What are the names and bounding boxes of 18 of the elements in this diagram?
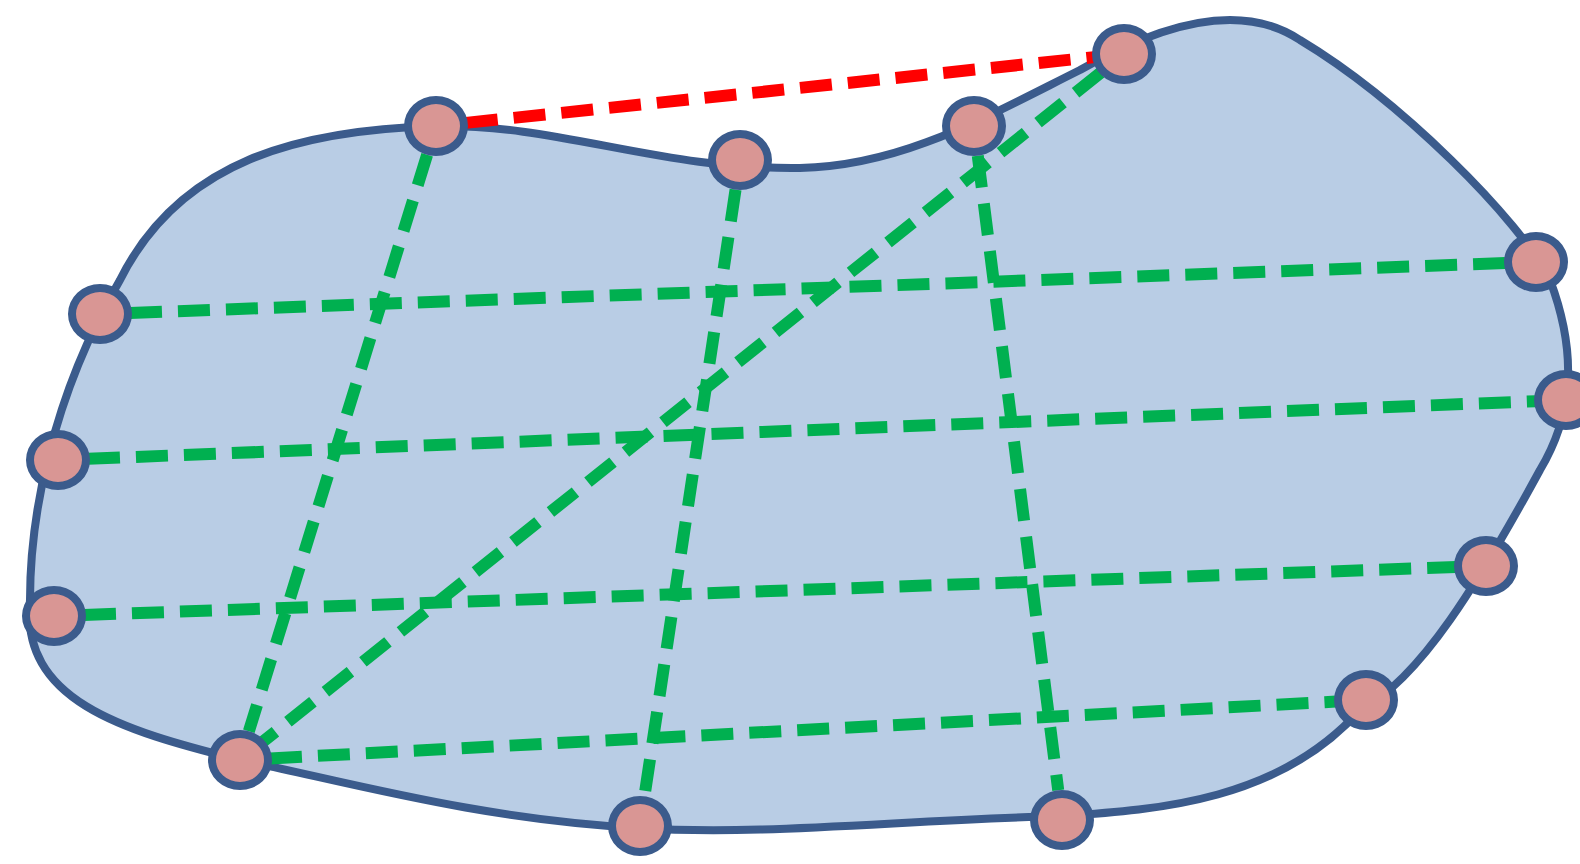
dashed-line xyxy=(465,51,1095,129)
dashed-line xyxy=(83,561,1457,621)
vertex-dot xyxy=(608,796,672,856)
vertex-dot xyxy=(942,96,1006,156)
dashed-line xyxy=(129,257,1507,319)
dashed-line xyxy=(971,155,1065,791)
dashed-line xyxy=(87,395,1537,465)
vertex-dot xyxy=(1092,24,1156,84)
dashed-line xyxy=(243,152,433,734)
dashed-line xyxy=(259,68,1105,746)
dashed-line xyxy=(638,188,742,798)
vertex-dot xyxy=(68,284,132,344)
vertex-dot xyxy=(708,130,772,190)
vertex-dot xyxy=(404,96,468,156)
dashed-line xyxy=(269,695,1337,765)
vertex-dot xyxy=(1030,790,1094,850)
vertex-dot xyxy=(208,730,272,790)
vertex-dot xyxy=(26,430,90,490)
